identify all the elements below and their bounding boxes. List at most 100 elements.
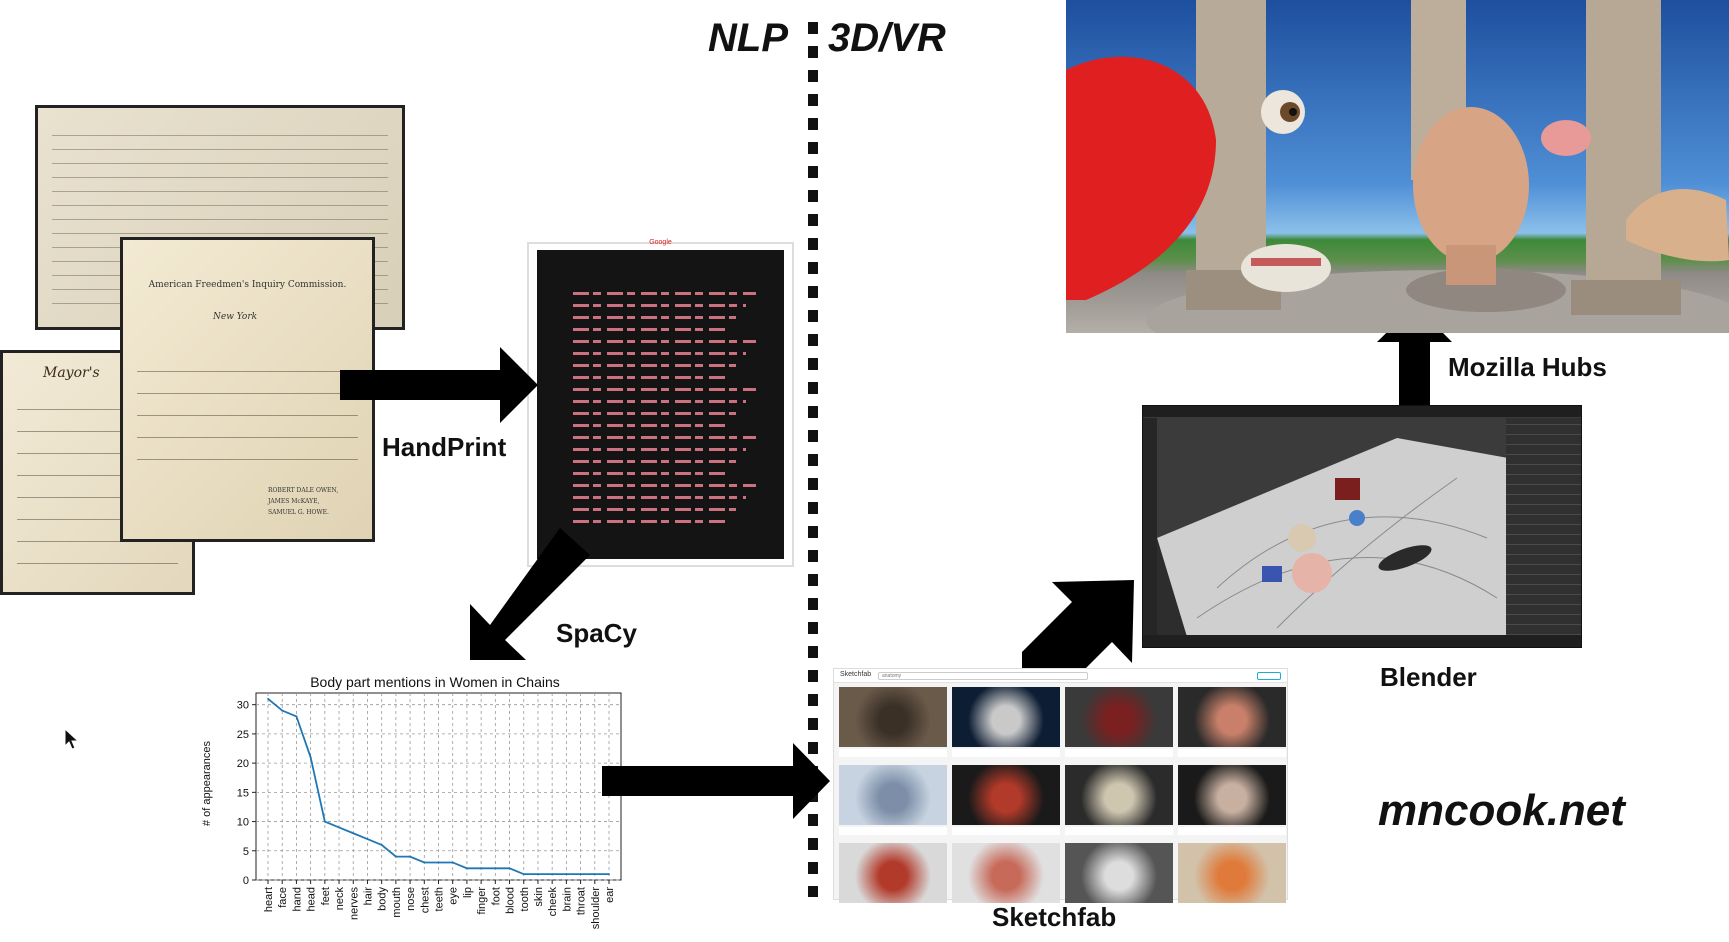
chart-x-tick-label: lip <box>462 887 474 898</box>
ocr-highlight-row <box>573 436 756 439</box>
chart-data-point <box>267 697 269 700</box>
chart-y-tick-label: 0 <box>243 875 249 887</box>
chart-data-point <box>508 867 511 870</box>
chart-data-point <box>480 867 483 870</box>
signer-3: SAMUEL G. HOWE. <box>268 509 329 516</box>
chart-x-tick-label: foot <box>490 887 502 905</box>
sketchfab-search-input[interactable]: anatomy <box>878 672 1088 680</box>
chart-data-point <box>409 855 411 858</box>
ocr-highlight-row <box>573 472 726 475</box>
chart-x-tick-label: feet <box>320 887 332 905</box>
chart-y-tick-label: 25 <box>237 729 249 741</box>
blender-top-bar <box>1143 406 1581 418</box>
chart-x-tick-label: heart <box>263 887 275 912</box>
chart-data-point <box>437 861 440 864</box>
chart-y-tick-label: 20 <box>237 758 249 770</box>
sketchfab-logo: Sketchfab <box>840 671 872 678</box>
chart-x-tick-label: throat <box>576 887 588 915</box>
chart-x-tick-label: tooth <box>519 887 531 911</box>
ocr-highlight-row <box>573 328 726 331</box>
ocr-highlight-row <box>573 460 736 463</box>
sketchfab-model-caption <box>1178 827 1286 835</box>
chart-data-point <box>309 756 312 759</box>
sketchfab-model-thumbnail[interactable] <box>839 687 947 747</box>
chart-x-tick-label: shoulder <box>590 887 602 930</box>
ocr-highlight-row <box>573 340 756 343</box>
chart-y-tick-label: 5 <box>243 846 249 858</box>
sketchfab-button[interactable] <box>1257 672 1281 680</box>
handwritten-heading: Mayor's <box>43 365 100 381</box>
sketchfab-model-caption <box>839 827 947 835</box>
arrow-handprint-to-spacy <box>470 528 590 660</box>
blender-toolbar <box>1143 418 1157 635</box>
chart-data-point <box>565 873 568 876</box>
letter-text-lines <box>137 355 358 464</box>
chart-y-tick-label: 30 <box>237 700 249 712</box>
sketchfab-model-thumbnail[interactable] <box>839 765 947 825</box>
sketchfab-header: Sketchfab anatomy <box>834 669 1287 683</box>
sketchfab-model-thumbnail[interactable] <box>1178 765 1286 825</box>
sketchfab-model-thumbnail[interactable] <box>1178 687 1286 747</box>
chart-title: Body part mentions in Women in Chains <box>310 674 560 690</box>
signer-1: ROBERT DALE OWEN, <box>268 487 339 494</box>
chart-data-point <box>593 873 596 876</box>
sketchfab-model-caption <box>1065 749 1173 757</box>
ocr-highlight-row <box>573 508 736 511</box>
arrow-chart-to-sketchfab <box>602 743 830 819</box>
chart-y-tick-label: 10 <box>237 817 249 829</box>
ocr-highlight-row <box>573 412 736 415</box>
ocr-highlight-row <box>573 448 746 451</box>
chart-x-tick-label: head <box>306 887 318 911</box>
handprint-ocr-image: Google <box>527 239 794 567</box>
ocr-highlight-row <box>573 484 756 487</box>
sketchfab-model-thumbnail[interactable] <box>1065 687 1173 747</box>
blender-label: Blender <box>1380 662 1477 692</box>
google-tag: Google <box>649 239 672 246</box>
signer-2: JAMES McKAYE, <box>268 498 320 505</box>
chart-data-point <box>494 867 497 870</box>
arrow-documents-to-handprint <box>340 347 538 423</box>
chart-data-point <box>281 709 284 712</box>
letter-place: New York <box>213 312 258 322</box>
ocr-highlight-row <box>573 520 726 523</box>
mozilla-hubs-label: Mozilla Hubs <box>1448 352 1607 382</box>
chart-data-point <box>579 873 582 876</box>
sketchfab-screenshot: Sketchfab anatomy <box>833 668 1288 903</box>
nlp-heading: NLP <box>708 16 788 60</box>
ocr-highlight-row <box>573 376 726 379</box>
sketchfab-model-caption <box>839 749 947 757</box>
chart-data-point <box>466 867 468 870</box>
sketchfab-model-caption <box>952 827 1060 835</box>
sketchfab-model-thumbnail[interactable] <box>952 843 1060 903</box>
mozilla-hubs-vr-scene <box>1066 0 1729 333</box>
sketchfab-model-thumbnail[interactable] <box>1065 765 1173 825</box>
chart-data-point <box>352 832 355 835</box>
sketchfab-model-thumbnail[interactable] <box>1178 843 1286 903</box>
ocr-highlight-row <box>573 400 746 403</box>
sketchfab-model-caption <box>952 749 1060 757</box>
chart-x-tick-label: face <box>277 887 289 908</box>
chart-x-tick-label: mouth <box>391 887 403 918</box>
sketchfab-model-thumbnail[interactable] <box>952 687 1060 747</box>
chart-data-point <box>380 844 383 846</box>
blender-properties-panel <box>1506 418 1581 635</box>
ocr-highlight-row <box>573 364 736 367</box>
section-divider <box>808 22 818 897</box>
ocr-highlight-row <box>573 316 736 319</box>
ocr-highlight-row <box>573 496 746 499</box>
blender-viewport <box>1157 418 1506 635</box>
handprint-label: HandPrint <box>382 432 507 462</box>
ocr-highlight-row <box>573 388 756 391</box>
ocr-highlight-row <box>573 304 746 307</box>
sketchfab-model-thumbnail[interactable] <box>952 765 1060 825</box>
website-label: mncook.net <box>1378 786 1625 835</box>
sketchfab-model-thumbnail[interactable] <box>839 843 947 903</box>
sketchfab-model-thumbnail[interactable] <box>1065 843 1173 903</box>
sketchfab-label: Sketchfab <box>992 902 1117 932</box>
vr-scene-art <box>1066 0 1729 333</box>
chart-x-tick-label: ear <box>604 887 616 903</box>
spacy-label: SpaCy <box>556 618 637 648</box>
arrow-blender-to-hubs <box>1377 305 1452 428</box>
chart-data-point <box>537 873 539 876</box>
